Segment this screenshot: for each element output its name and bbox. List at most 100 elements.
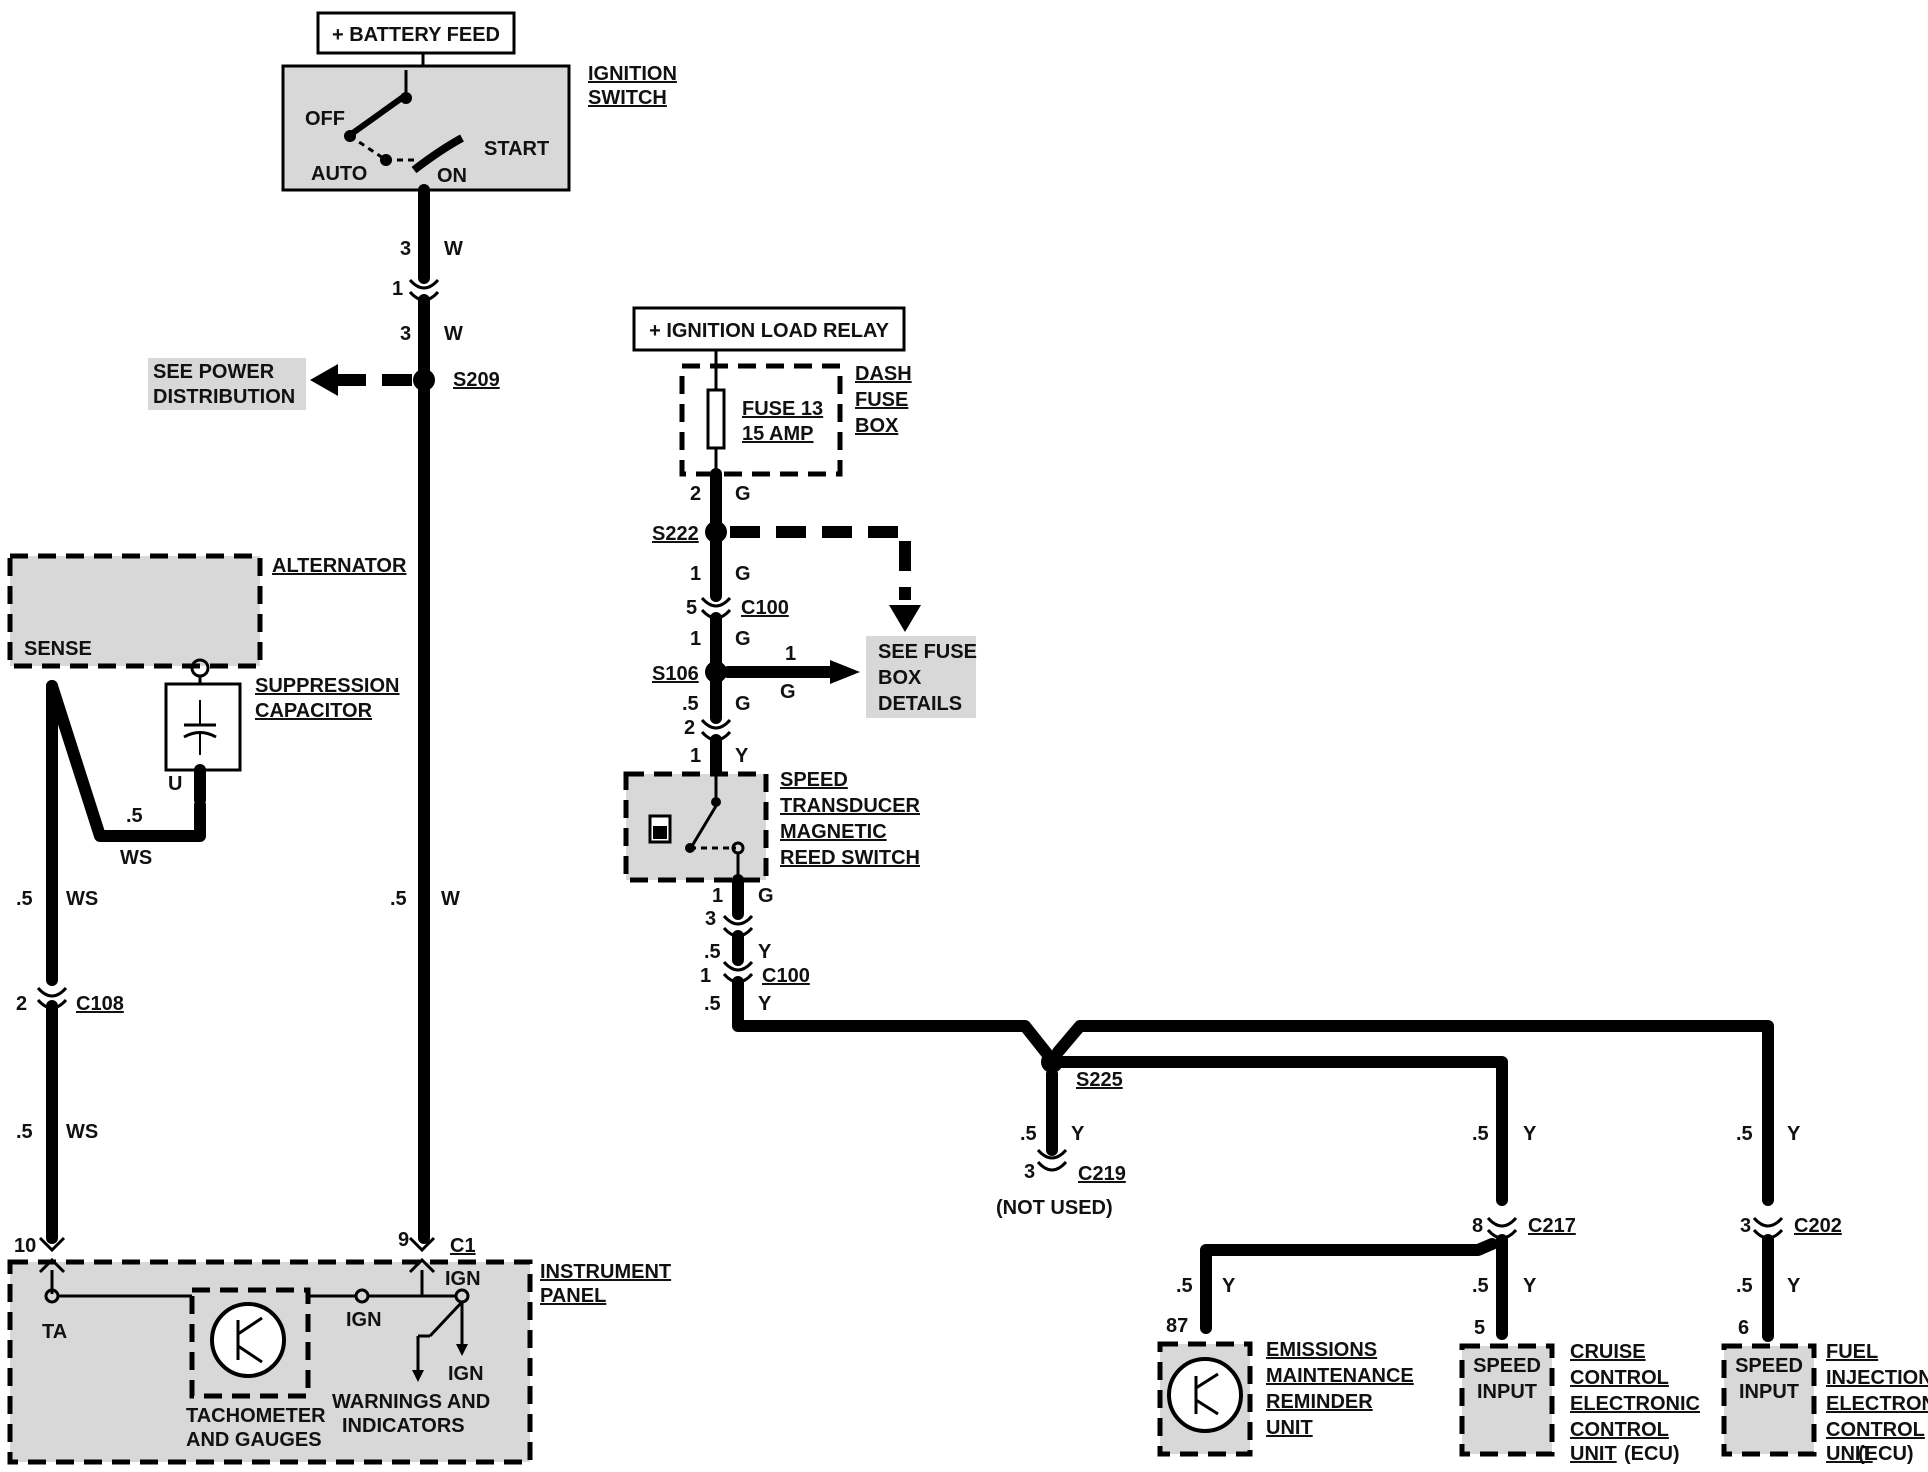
g2-color: G [735,563,751,585]
ignition-switch-label-2: SWITCH [588,87,667,109]
c202-connector [1752,1216,1784,1342]
emissions-gauge: .5 [1176,1275,1193,1297]
instrument-panel [7,1236,533,1465]
g2-gauge: 1 [690,563,701,585]
see-power-line1: SEE POWER [153,361,275,383]
c217-color: Y [1523,1123,1537,1145]
tach-label-2: AND GAUGES [186,1429,322,1451]
emissions-color: Y [1222,1275,1236,1297]
panel-ign-top: IGN [445,1268,481,1290]
emissions-label-2: MAINTENANCE [1266,1365,1414,1387]
s222-branch [730,526,921,632]
warn-label-1: WARNINGS AND [332,1391,490,1413]
battery-feed-label: + BATTERY FEED [332,24,500,46]
see-fuse-line1: SEE FUSE [878,641,977,663]
fuel-label-2: INJECTION [1826,1367,1928,1389]
g1-gauge: 2 [690,483,701,505]
ignition-switch: OFF AUTO ON START [281,64,571,192]
w2-color: W [444,323,463,345]
fuel-label-5a: UNIT [1826,1443,1873,1465]
ws-wire [36,680,206,1244]
switch-start-label: START [484,138,549,160]
switch-auto-label: AUTO [311,163,367,185]
cruise-color: Y [1523,1275,1537,1297]
fuel-label-5b: (ECU) [1858,1443,1914,1465]
panel-c1: C1 [450,1235,476,1257]
transducer-label-1: SPEED [780,769,848,791]
cruise-label-5a: UNIT [1570,1443,1617,1465]
arrow-left-icon [310,364,338,396]
panel-ign-mid: IGN [346,1309,382,1331]
fuel-ecu: SPEED INPUT [1721,1343,1817,1457]
splice-s106-dot [705,661,727,683]
y2-color: Y [758,941,772,963]
center-g-wire [700,468,732,781]
w2-gauge: 3 [400,323,411,345]
dash-fuse-label-2: FUSE [855,389,908,411]
fuel-label-3: ELECTRONIC [1826,1393,1928,1415]
y1-color: Y [735,745,749,767]
cruise-ecu: SPEED INPUT [1459,1343,1555,1457]
c217-pin: 8 [1472,1215,1483,1237]
s222-label: S222 [652,523,699,545]
panel-pin9: 9 [398,1229,409,1251]
dash-fuse-label-1: DASH [855,363,912,385]
main-w-wire [408,184,440,1244]
switch-on-label: ON [437,165,467,187]
y2-gauge: .5 [704,941,721,963]
transducer-label-4: REED SWITCH [780,847,920,869]
c202-color: Y [1787,1123,1801,1145]
s106-branch [722,660,860,684]
see-fuse-line3: DETAILS [878,693,962,715]
alt-gauge-2: .5 [16,1121,33,1143]
c217-label: C217 [1528,1215,1576,1237]
fuel-color: Y [1787,1275,1801,1297]
tach-label-1: TACHOMETER [186,1405,326,1427]
transducer-output-wire [722,874,1058,1066]
cruise-label-4: CONTROL [1570,1419,1669,1441]
speed-transducer [623,771,769,883]
alt-gauge-1: .5 [16,888,33,910]
panel-ign-low: IGN [448,1363,484,1385]
c100a-pin: 5 [686,597,697,619]
cap-pin: U [168,773,182,795]
c219-note: (NOT USED) [996,1197,1113,1219]
fuel-box-label-1: SPEED [1735,1355,1803,1377]
suppression-capacitor [164,658,242,806]
panel-ta: TA [42,1321,67,1343]
g1-color: G [735,483,751,505]
ignition-load-relay-box: + IGNITION LOAD RELAY [632,306,906,352]
s209-label: S209 [453,369,500,391]
alternator-sense-label: SENSE [24,638,92,660]
panel-label-2: PANEL [540,1285,606,1307]
ignition-load-relay-label: + IGNITION LOAD RELAY [649,320,890,342]
w1-gauge: 3 [400,238,411,260]
emissions-label-3: REMINDER [1266,1391,1373,1413]
arrow-right-icon [830,660,860,684]
c100c-pin: 3 [705,908,716,930]
c100d-pin: 1 [700,965,711,987]
c219-pin: 3 [1024,1161,1035,1183]
c100a-label: C100 [741,597,789,619]
transducer-label-2: TRANSDUCER [780,795,921,817]
c108-label: C108 [76,993,124,1015]
cruise-label-2: CONTROL [1570,1367,1669,1389]
emissions-label-4: UNIT [1266,1417,1313,1439]
y3-color: Y [758,993,772,1015]
capacitor-label-1: SUPPRESSION [255,675,399,697]
transducer-label-3: MAGNETIC [780,821,887,843]
panel-pin10: 10 [14,1235,36,1257]
emissions-unit [1157,1341,1253,1457]
w3-gauge: .5 [390,888,407,910]
c100b-pin: 2 [684,717,695,739]
g3-color: G [735,628,751,650]
c108-pin: 2 [16,993,27,1015]
c217-gauge: .5 [1472,1123,1489,1145]
cruise-box-label-2: INPUT [1477,1381,1537,1403]
alternator: SENSE [7,553,263,669]
fuel-pin: 6 [1738,1317,1749,1339]
w1-color: W [444,238,463,260]
c219-label: C219 [1078,1163,1126,1185]
g4-color: G [735,693,751,715]
